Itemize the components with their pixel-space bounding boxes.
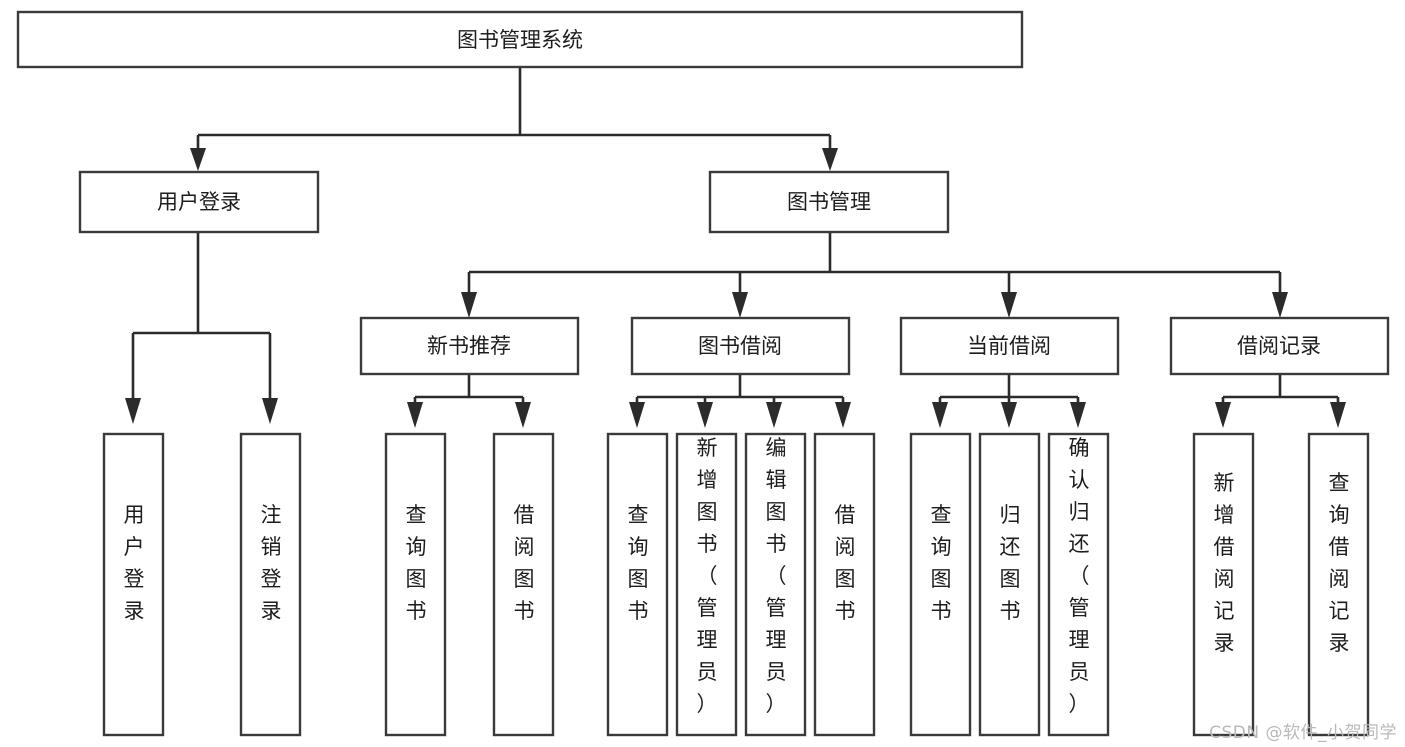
leaf-user-login-2-box[interactable] — [239, 432, 302, 737]
node-new-book-recommend-box[interactable] — [359, 316, 580, 376]
node-borrow-record-label: 借阅记录 — [1237, 334, 1321, 358]
leaf-current-borrow-1-box[interactable] — [909, 432, 972, 737]
leaf-current-borrow-1-label: 查询图书 — [931, 503, 952, 623]
node-borrow-record[interactable]: 借阅记录 — [1169, 316, 1390, 376]
node-book-borrow-label: 图书借阅 — [698, 334, 782, 358]
arrow-head-bb-leaf-4 — [835, 402, 851, 428]
leaf-book-borrow-2-label: 新增图书（管理员） — [697, 436, 718, 716]
node-user-login-box[interactable] — [78, 170, 320, 234]
connector-group — [125, 67, 1346, 428]
arrow-head-bb-leaf-1 — [629, 402, 645, 428]
leaf-current-borrow-1[interactable]: 查询图书 — [909, 432, 972, 737]
leaf-book-borrow-1-label: 查询图书 — [628, 503, 649, 623]
node-current-borrow[interactable]: 当前借阅 — [899, 316, 1120, 376]
node-book-management[interactable]: 图书管理 — [708, 170, 950, 234]
arrow-head-user-login — [190, 148, 206, 171]
node-new-book-recommend[interactable]: 新书推荐 — [359, 316, 580, 376]
leaf-borrow-record-2-box[interactable] — [1307, 432, 1370, 737]
leaf-book-borrow-1[interactable]: 查询图书 — [606, 432, 669, 737]
leaf-book-borrow-2-box[interactable] — [675, 432, 738, 737]
arrow-head-leaf-user-login-2 — [262, 398, 278, 424]
arrow-head-new-book — [461, 292, 477, 318]
leaf-new-book-1[interactable]: 查询图书 — [384, 432, 447, 737]
arrow-head-leaf-user-login-1 — [125, 398, 141, 424]
leaf-book-borrow-4-box[interactable] — [813, 432, 876, 737]
node-root[interactable]: 图书管理系统 — [16, 10, 1024, 69]
leaf-user-login-2-label: 注销登录 — [261, 503, 282, 623]
arrow-head-bb-leaf-2 — [697, 402, 713, 428]
leaf-book-borrow-1-box[interactable] — [606, 432, 669, 737]
node-root-box[interactable] — [16, 10, 1024, 69]
leaf-user-login-1-box[interactable] — [102, 432, 165, 737]
leaf-book-borrow-4[interactable]: 借阅图书 — [813, 432, 876, 737]
leaf-current-borrow-3-box[interactable] — [1047, 432, 1110, 737]
node-borrow-record-box[interactable] — [1169, 316, 1390, 376]
arrow-head-br-leaf-2 — [1330, 402, 1346, 428]
leaf-current-borrow-2[interactable]: 归还图书 — [978, 432, 1041, 737]
node-user-login-label: 用户登录 — [157, 190, 241, 214]
node-book-borrow-box[interactable] — [630, 316, 851, 376]
leaf-borrow-record-1-box[interactable] — [1192, 432, 1255, 737]
node-current-borrow-box[interactable] — [899, 316, 1120, 376]
leaf-current-borrow-2-box[interactable] — [978, 432, 1041, 737]
arrow-head-current-borrow — [1001, 292, 1017, 318]
leaf-user-login-2[interactable]: 注销登录 — [239, 432, 302, 737]
leaf-borrow-record-1[interactable]: 新增借阅记录 — [1192, 432, 1255, 737]
leaf-book-borrow-3-label: 编辑图书（管理员） — [766, 436, 787, 716]
node-current-borrow-label: 当前借阅 — [967, 334, 1051, 358]
arrow-head-cb-leaf-2 — [1001, 402, 1017, 428]
leaf-current-borrow-2-label: 归还图书 — [1000, 503, 1021, 623]
leaf-borrow-record-2[interactable]: 查询借阅记录 — [1307, 432, 1370, 737]
node-book-management-label: 图书管理 — [787, 190, 871, 214]
arrow-head-book-borrow — [732, 292, 748, 318]
arrow-head-br-leaf-1 — [1215, 402, 1231, 428]
node-new-book-recommend-label: 新书推荐 — [427, 334, 511, 358]
arrow-head-nb-leaf-2 — [515, 402, 531, 428]
leaf-current-borrow-3-label: 确认归还（管理员） — [1069, 436, 1090, 716]
leaf-new-book-1-label: 查询图书 — [406, 503, 427, 623]
leaf-book-borrow-4-label: 借阅图书 — [835, 503, 856, 623]
arrow-head-cb-leaf-1 — [932, 402, 948, 428]
arrow-head-bb-leaf-3 — [766, 402, 782, 428]
leaf-new-book-2-box[interactable] — [492, 432, 555, 737]
node-user-login[interactable]: 用户登录 — [78, 170, 320, 234]
leaf-borrow-record-2-label: 查询借阅记录 — [1329, 471, 1350, 655]
leaf-borrow-record-1-label: 新增借阅记录 — [1214, 471, 1235, 655]
arrow-head-borrow-record — [1272, 292, 1288, 318]
arrow-head-nb-leaf-1 — [407, 402, 423, 428]
leaf-user-login-1-label: 用户登录 — [124, 503, 145, 623]
leaf-book-borrow-3[interactable]: 编辑图书（管理员） — [744, 432, 807, 737]
leaf-new-book-1-box[interactable] — [384, 432, 447, 737]
node-book-borrow[interactable]: 图书借阅 — [630, 316, 851, 376]
leaf-user-login-1[interactable]: 用户登录 — [102, 432, 165, 737]
arrow-head-cb-leaf-3 — [1070, 402, 1086, 428]
node-book-management-box[interactable] — [708, 170, 950, 234]
node-root-label: 图书管理系统 — [457, 28, 583, 52]
leaf-current-borrow-3[interactable]: 确认归还（管理员） — [1047, 432, 1110, 737]
leaf-new-book-2-label: 借阅图书 — [514, 503, 535, 623]
arrow-head-book-mgmt — [822, 148, 838, 171]
leaf-book-borrow-3-box[interactable] — [744, 432, 807, 737]
leaf-book-borrow-2[interactable]: 新增图书（管理员） — [675, 432, 738, 737]
leaf-new-book-2[interactable]: 借阅图书 — [492, 432, 555, 737]
